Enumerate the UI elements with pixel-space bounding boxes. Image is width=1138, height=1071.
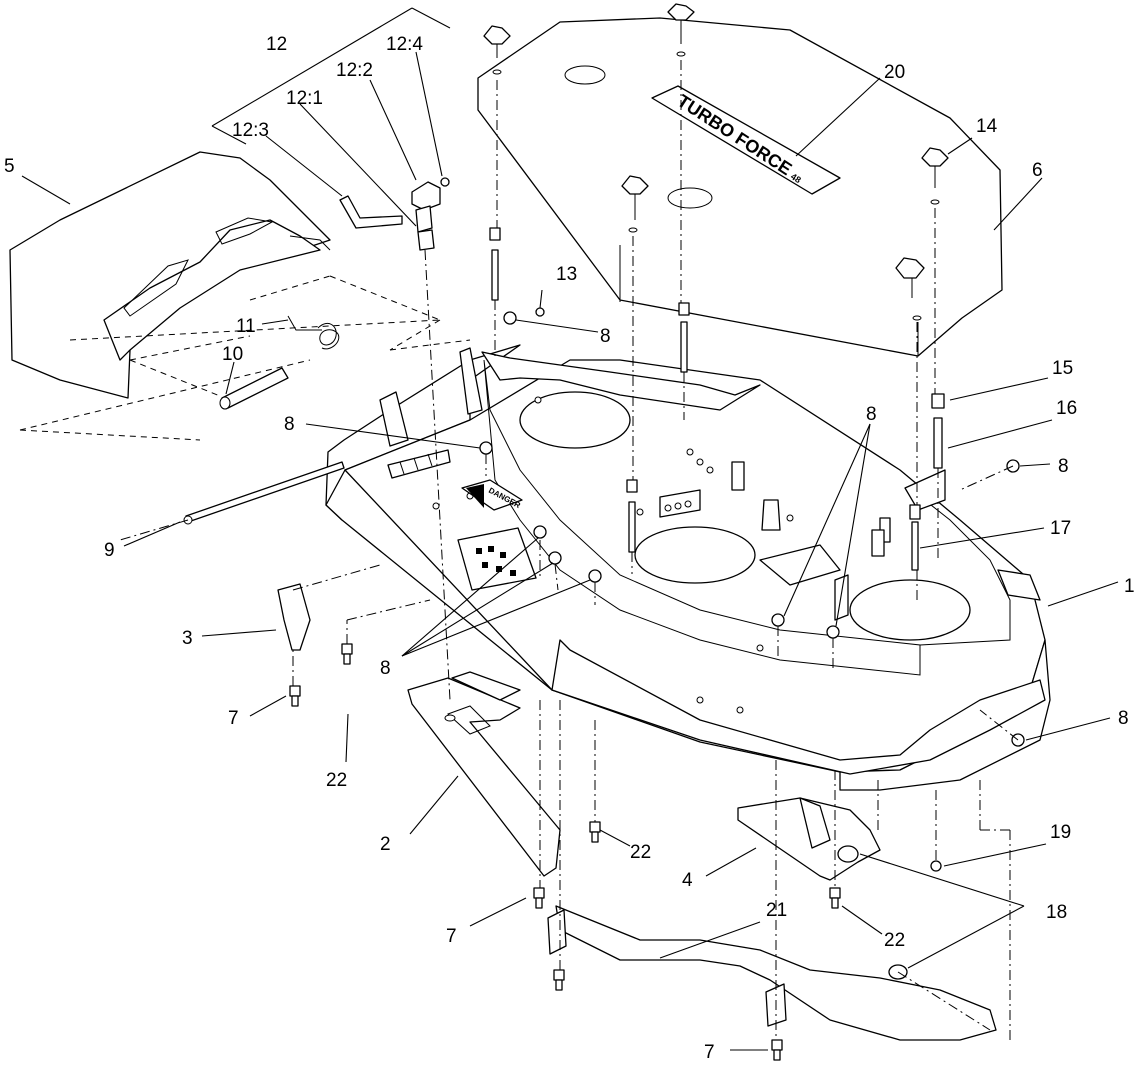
callout-label: 18 xyxy=(1046,902,1067,923)
leader-lines xyxy=(21,51,1119,1051)
callout-label: 19 xyxy=(1050,822,1071,843)
callout-label: 13 xyxy=(556,264,577,285)
callout-label: 3 xyxy=(182,628,193,649)
callout-label: 11 xyxy=(236,316,256,337)
callout-label: 5 xyxy=(4,156,15,177)
callout-label: 20 xyxy=(884,62,905,83)
latch-screw-12-4 xyxy=(440,177,450,187)
callout-label: 16 xyxy=(1056,398,1077,419)
deflector-left xyxy=(407,671,561,877)
callout-label: 12 xyxy=(266,34,287,55)
callout-label: 22 xyxy=(884,930,905,951)
baffle-21 xyxy=(547,905,997,1041)
warning-decal xyxy=(457,527,537,591)
callout-label: 21 xyxy=(766,900,787,921)
rod-9 xyxy=(183,461,345,525)
assembly-lines xyxy=(19,60,1019,1040)
callout-labels: 1 2 3 4 5 6 7 7 7 8 8 8 8 8 8 9 10 11 12… xyxy=(4,34,1135,1063)
callout-label: 9 xyxy=(104,540,115,561)
callout-label: 22 xyxy=(630,842,651,863)
callout-label: 8 xyxy=(380,658,391,679)
stud-16 xyxy=(489,227,690,553)
callout-label: 7 xyxy=(446,926,457,947)
bracket-3 xyxy=(277,583,311,651)
callout-label: 6 xyxy=(1032,160,1043,181)
callout-label: 10 xyxy=(222,344,243,365)
top-cover: TURBO FORCE 48 xyxy=(477,3,1003,357)
latch-stud-12-1 xyxy=(417,229,435,251)
knob-14 xyxy=(895,257,925,321)
callout-label: 14 xyxy=(976,116,998,137)
callout-label: 2 xyxy=(380,834,391,855)
callout-label: 4 xyxy=(682,870,693,891)
latch-rod-12-3 xyxy=(339,195,403,229)
callout-label: 8 xyxy=(1058,456,1069,477)
knob-14 xyxy=(621,175,649,233)
spacer-10 xyxy=(219,367,289,410)
screw-13 xyxy=(535,307,545,317)
callout-label: 12:3 xyxy=(232,120,269,141)
callout-label: 12:1 xyxy=(286,88,323,109)
callout-label: 1 xyxy=(1124,576,1135,597)
knob-14 xyxy=(921,147,949,205)
knob-14 xyxy=(483,25,511,75)
deflector-rear xyxy=(737,797,881,881)
nut-19 xyxy=(930,860,942,872)
knob-14 xyxy=(667,3,695,57)
callout-label: 12:4 xyxy=(386,34,423,55)
decal-logo-number: 48 xyxy=(789,171,803,185)
callout-label: 22 xyxy=(326,770,347,791)
spacer-15 xyxy=(931,393,945,409)
callout-label: 8 xyxy=(284,414,295,435)
bolt-7 xyxy=(289,685,783,1061)
callout-label: 7 xyxy=(228,708,239,729)
callout-label: 15 xyxy=(1052,358,1073,379)
callout-label: 17 xyxy=(1050,518,1071,539)
callout-label: 8 xyxy=(1118,708,1129,729)
callout-label: 12:2 xyxy=(336,60,373,81)
callout-label: 8 xyxy=(600,326,611,347)
callout-label: 8 xyxy=(866,404,877,425)
latch-kit-bracket xyxy=(211,7,451,145)
latch-knob-12-2 xyxy=(411,181,441,233)
callout-label: 7 xyxy=(704,1042,715,1063)
mower-deck: DANGER xyxy=(325,344,1051,791)
discharge-chute xyxy=(9,151,331,399)
height-gauge-decal xyxy=(387,449,451,479)
spring-11 xyxy=(287,315,340,350)
